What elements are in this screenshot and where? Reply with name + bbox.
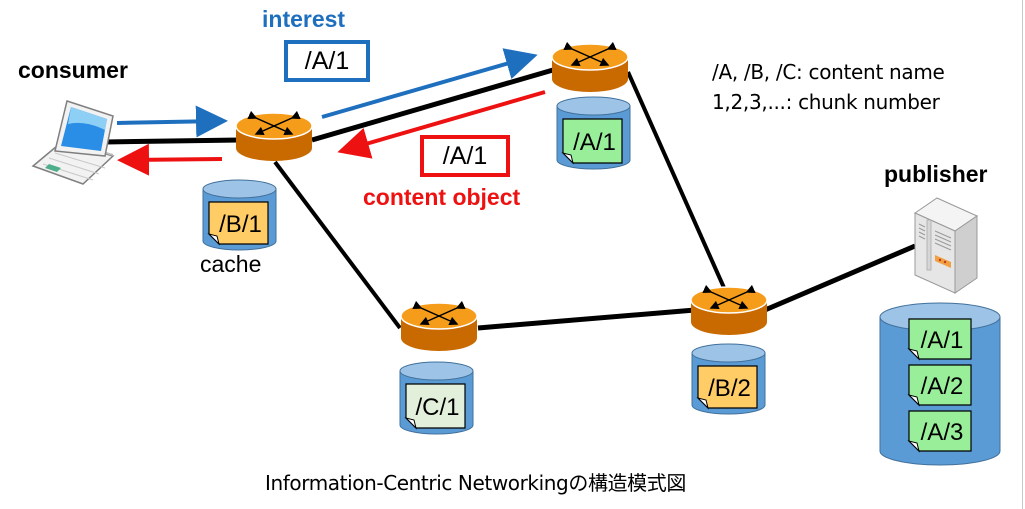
chunk-name: /A/2 (921, 373, 964, 400)
content-object-packet-name: /A/1 (442, 141, 488, 170)
chunk-name: /A/1 (921, 327, 964, 354)
server-icon (913, 197, 979, 294)
content-arrow-2 (117, 143, 223, 176)
chunk-note: /A/1 (907, 318, 972, 361)
router-icon (690, 284, 768, 335)
cache-label: cache (200, 251, 262, 277)
link-router4-publisher (764, 243, 916, 313)
cache-cylinders: /B/1/A/1/C/1/B/2/A/1/A/2/A/3 (202, 96, 1001, 466)
interest-label: interest (262, 6, 346, 32)
cache-router2: /A/1 (556, 96, 631, 170)
laptop-icon (31, 100, 115, 185)
publisher-label: publisher (884, 161, 988, 187)
content-object-label: content object (363, 184, 521, 210)
link-router1-router3 (273, 160, 402, 330)
chunk-note: /B/2 (696, 365, 758, 410)
chunk-name: /A/1 (573, 129, 616, 156)
content-object-packet-box: /A/1 (420, 135, 510, 177)
chunk-note: /B/1 (207, 201, 269, 246)
chunk-note: /A/3 (907, 410, 972, 453)
interest-arrow-1 (116, 105, 228, 138)
consumer-label: consumer (18, 57, 128, 83)
cache-router4: /B/2 (691, 343, 766, 415)
right-border (1022, 0, 1023, 509)
link-router2-router4 (626, 71, 727, 291)
cache-publisher: /A/1/A/2/A/3 (879, 302, 1001, 466)
figure-caption: Information-Centric Networkingの構造模式図 (265, 471, 686, 495)
legend-content-name: /A, /B, /C: content name (712, 60, 945, 84)
interest-packet-box: /A/1 (284, 40, 370, 82)
chunk-note: /A/2 (907, 364, 972, 407)
content-arrow-1 (337, 90, 546, 159)
interest-packet-name: /A/1 (304, 46, 350, 75)
chunk-name: /A/3 (921, 419, 964, 446)
interest-arrow-2 (321, 48, 538, 119)
chunk-name: /B/1 (219, 211, 262, 238)
legend-chunk-number: 1,2,3,...: chunk number (712, 90, 940, 114)
chunk-name: /B/2 (708, 375, 751, 402)
link-consumer-router1 (104, 137, 241, 145)
router-icons (235, 41, 768, 351)
chunk-note: /C/1 (404, 383, 466, 430)
interest-arrows (116, 48, 538, 138)
content-object-arrows (117, 90, 546, 176)
cache-router3: /C/1 (399, 361, 474, 435)
router-icon (400, 300, 478, 351)
router-icon (551, 41, 629, 92)
chunk-name: /C/1 (415, 394, 459, 421)
link-router3-router4 (477, 307, 696, 331)
cache-router1: /B/1 (202, 179, 277, 251)
router-icon (235, 110, 313, 161)
chunk-note: /A/1 (561, 118, 623, 165)
